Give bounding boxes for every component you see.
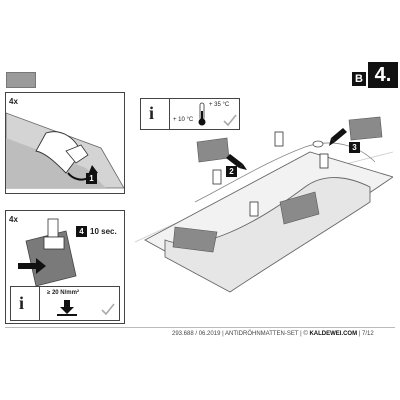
step-3-badge: 3 [349,142,360,153]
quantity-label: 4x [9,215,18,224]
brand-link[interactable]: KALDEWEI.COM [309,331,358,337]
section-letter: B [352,72,366,86]
checkmark-icon [223,114,237,127]
press-down-icon [57,300,77,316]
footer-rule [5,327,395,328]
peel-illustration [6,112,124,189]
panel-bathtub: i + 35 °C + 10 °C [135,92,393,322]
doc-number: 293.688 [172,331,194,337]
copyright-symbol: © [303,331,308,337]
temperature-info-box: i + 35 °C + 10 °C [140,98,240,130]
min-temp-label: + 10 °C [173,117,194,123]
page-number: 7/12 [362,331,374,337]
apply-illustration [18,218,77,287]
max-temp-label: + 35 °C [209,102,230,108]
divider [169,99,170,129]
bathtub-illustration [135,116,393,293]
section-color-tab [6,72,36,88]
footer: 293.688 / 06.2019 | ANTIDRÖHNMATTEN-SET … [172,331,374,337]
info-icon: i [19,293,25,313]
divider [39,287,40,320]
step-2-badge: 2 [226,166,237,177]
quantity-label: 4x [9,97,18,106]
panel-peel-backing: 4x 1 [5,92,125,194]
step-number: 4. [368,62,398,88]
panel-apply-mat: 4x 4 10 sec. i ≥ 20 N/mm² [5,210,125,324]
step-4-badge: 4 [76,226,87,237]
checkmark-icon [101,303,115,316]
pressure-info-box: i ≥ 20 N/mm² [10,286,120,321]
thermometer-icon [198,102,206,126]
step-1-badge: 1 [86,173,97,184]
duration-label: 10 sec. [90,227,117,236]
doc-date: 06.2019 [198,331,221,337]
doc-title: ANTIDRÖHNMATTEN-SET [224,331,299,337]
pressure-label: ≥ 20 N/mm² [47,290,79,296]
info-icon: i [149,103,155,123]
